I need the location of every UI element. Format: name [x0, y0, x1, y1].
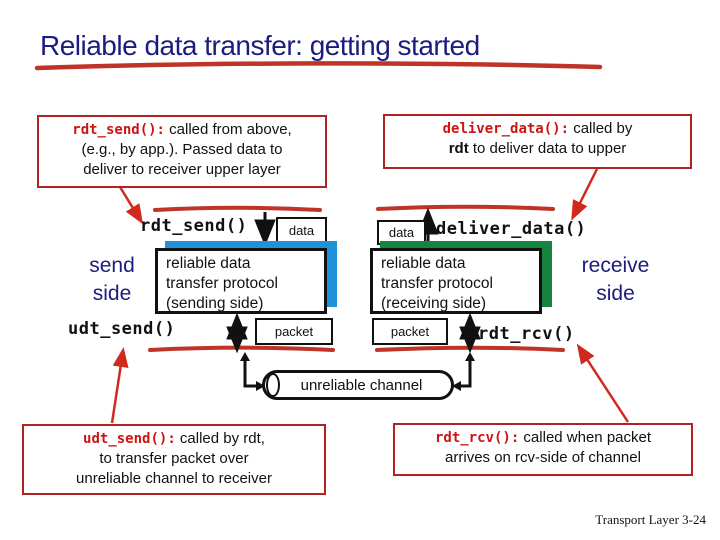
label-rdt-send: rdt_send() — [140, 216, 248, 236]
unreliable-channel-label: unreliable channel — [300, 376, 423, 394]
callout-rdt-send: rdt_send(): called from above, (e.g., by… — [37, 115, 327, 188]
unreliable-channel: unreliable channel — [262, 370, 454, 400]
lower-layer-line-receive — [375, 345, 565, 352]
channel-elbow-receive-up-head — [465, 352, 475, 361]
sender-box-line2: transfer protocol — [166, 275, 278, 292]
chip-data-sender: data — [276, 217, 327, 243]
slide-title: Reliable data transfer: getting started — [40, 30, 480, 61]
code-rdt-send: rdt_send(): — [72, 122, 165, 138]
sender-box-face: reliable data transfer protocol (sending… — [155, 248, 327, 314]
send-side-label: send side — [89, 254, 135, 305]
chip-packet-sender: packet — [255, 318, 333, 345]
code-deliver-data: deliver_data(): — [442, 121, 570, 137]
receiver-box-face: reliable data transfer protocol (receivi… — [370, 248, 542, 314]
label-udt-send: udt_send() — [68, 319, 176, 339]
connector-arrow-rdt-rcv — [576, 343, 630, 423]
callout-udt-send-rest: called by rdt, — [175, 430, 265, 447]
chip-packet-receiver: packet — [372, 318, 448, 345]
callout-deliver-data-rest: called by — [569, 120, 633, 137]
callout-rdt-rcv: rdt_rcv(): called when packet arrives on… — [393, 423, 693, 476]
lower-layer-line-send — [148, 345, 335, 352]
callout-rdt-rcv-line1: rdt_rcv(): called when packet — [395, 428, 691, 448]
title-underline — [34, 61, 603, 71]
label-rdt-rcv: rdt_rcv() — [478, 324, 575, 344]
callout-rdt-send-line2: (e.g., by app.). Passed data to — [81, 141, 283, 158]
receiver-box-line2: transfer protocol — [381, 275, 493, 292]
callout-deliver-data-bold: rdt — [448, 140, 469, 157]
channel-elbow-send — [243, 358, 256, 388]
callout-rdt-rcv-line2: arrives on rcv-side of channel — [445, 449, 641, 466]
upper-layer-line-receive — [376, 204, 555, 211]
callout-udt-send-line2: to transfer packet over — [99, 450, 249, 467]
receive-side-label: receive side — [581, 254, 650, 305]
callout-udt-send-line1: udt_send(): called by rdt, — [24, 429, 324, 449]
code-rdt-rcv: rdt_rcv(): — [434, 430, 520, 446]
channel-elbow-send-up-head — [240, 352, 250, 361]
slide-footer: Transport Layer 3-24 — [595, 512, 706, 528]
sender-box-line1: reliable data — [166, 255, 251, 272]
sender-box-line3: (sending side) — [166, 295, 264, 312]
callout-rdt-send-line3: deliver to receiver upper layer — [83, 161, 281, 178]
receiver-protocol-box: reliable data transfer protocol (receivi… — [370, 241, 552, 314]
cylinder-cap — [266, 373, 280, 397]
callout-rdt-send-line1: rdt_send(): called from above, — [39, 120, 325, 140]
code-udt-send: udt_send(): — [83, 431, 176, 447]
callout-udt-send-line3: unreliable channel to receiver — [76, 470, 272, 487]
callout-deliver-data: deliver_data(): called by rdt to deliver… — [383, 114, 692, 169]
upper-layer-line-send — [153, 205, 322, 212]
callout-deliver-data-rest2: to deliver data to upper — [468, 140, 627, 157]
callout-deliver-data-line1: deliver_data(): called by — [385, 119, 690, 139]
footer-label: Transport Layer — [595, 512, 679, 527]
footer-page: 3-24 — [682, 512, 706, 527]
connector-arrow-udt-send — [110, 347, 129, 424]
callout-deliver-data-line2: rdt to deliver data to upper — [385, 139, 690, 159]
connector-arrow-deliver-data — [571, 168, 599, 221]
callout-rdt-send-rest: called from above, — [164, 121, 292, 138]
connector-arrow-rdt-send — [118, 186, 144, 225]
sender-protocol-box: reliable data transfer protocol (sending… — [155, 241, 337, 314]
receiver-box-line1: reliable data — [381, 255, 466, 272]
channel-elbow-receive — [461, 358, 472, 388]
callout-rdt-rcv-rest: called when packet — [519, 429, 652, 446]
receiver-box-line3: (receiving side) — [381, 295, 487, 312]
callout-udt-send: udt_send(): called by rdt, to transfer p… — [22, 424, 326, 495]
label-deliver-data: deliver_data() — [436, 219, 587, 239]
